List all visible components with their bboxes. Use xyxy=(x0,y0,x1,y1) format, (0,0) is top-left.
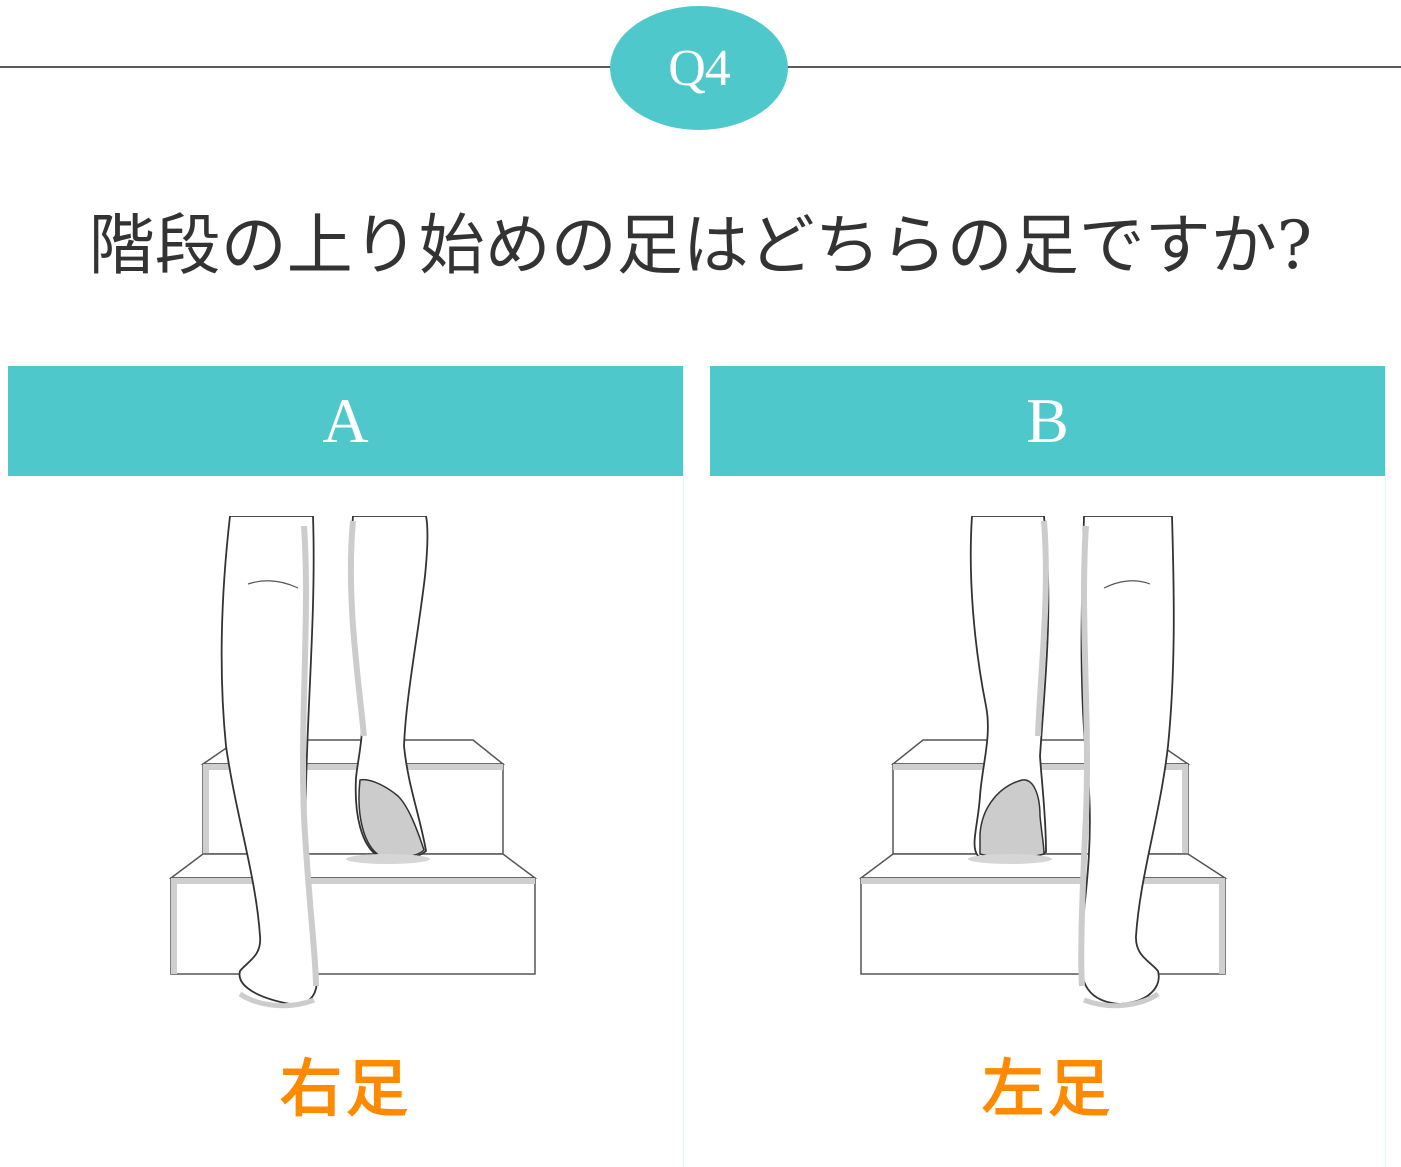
option-a-answer: 右足 xyxy=(279,1052,412,1125)
question-title: 階段の上り始めの足はどちらの足ですか? xyxy=(88,207,1313,284)
option-b-letter: B xyxy=(1026,385,1069,456)
stairs-illustration-right-foot-icon xyxy=(168,516,538,1009)
question-number-badge: Q4 xyxy=(610,6,788,130)
option-b-header: B xyxy=(710,366,1385,476)
option-a-header: A xyxy=(8,366,683,476)
option-a-panel[interactable]: A 右足 xyxy=(8,366,684,1167)
option-b-panel[interactable]: B 左足 xyxy=(710,366,1386,1167)
question-number: Q4 xyxy=(668,39,731,97)
stairs-illustration-left-foot-icon xyxy=(858,516,1228,1009)
option-b-answer: 左足 xyxy=(981,1052,1114,1125)
option-a-letter: A xyxy=(322,385,369,456)
